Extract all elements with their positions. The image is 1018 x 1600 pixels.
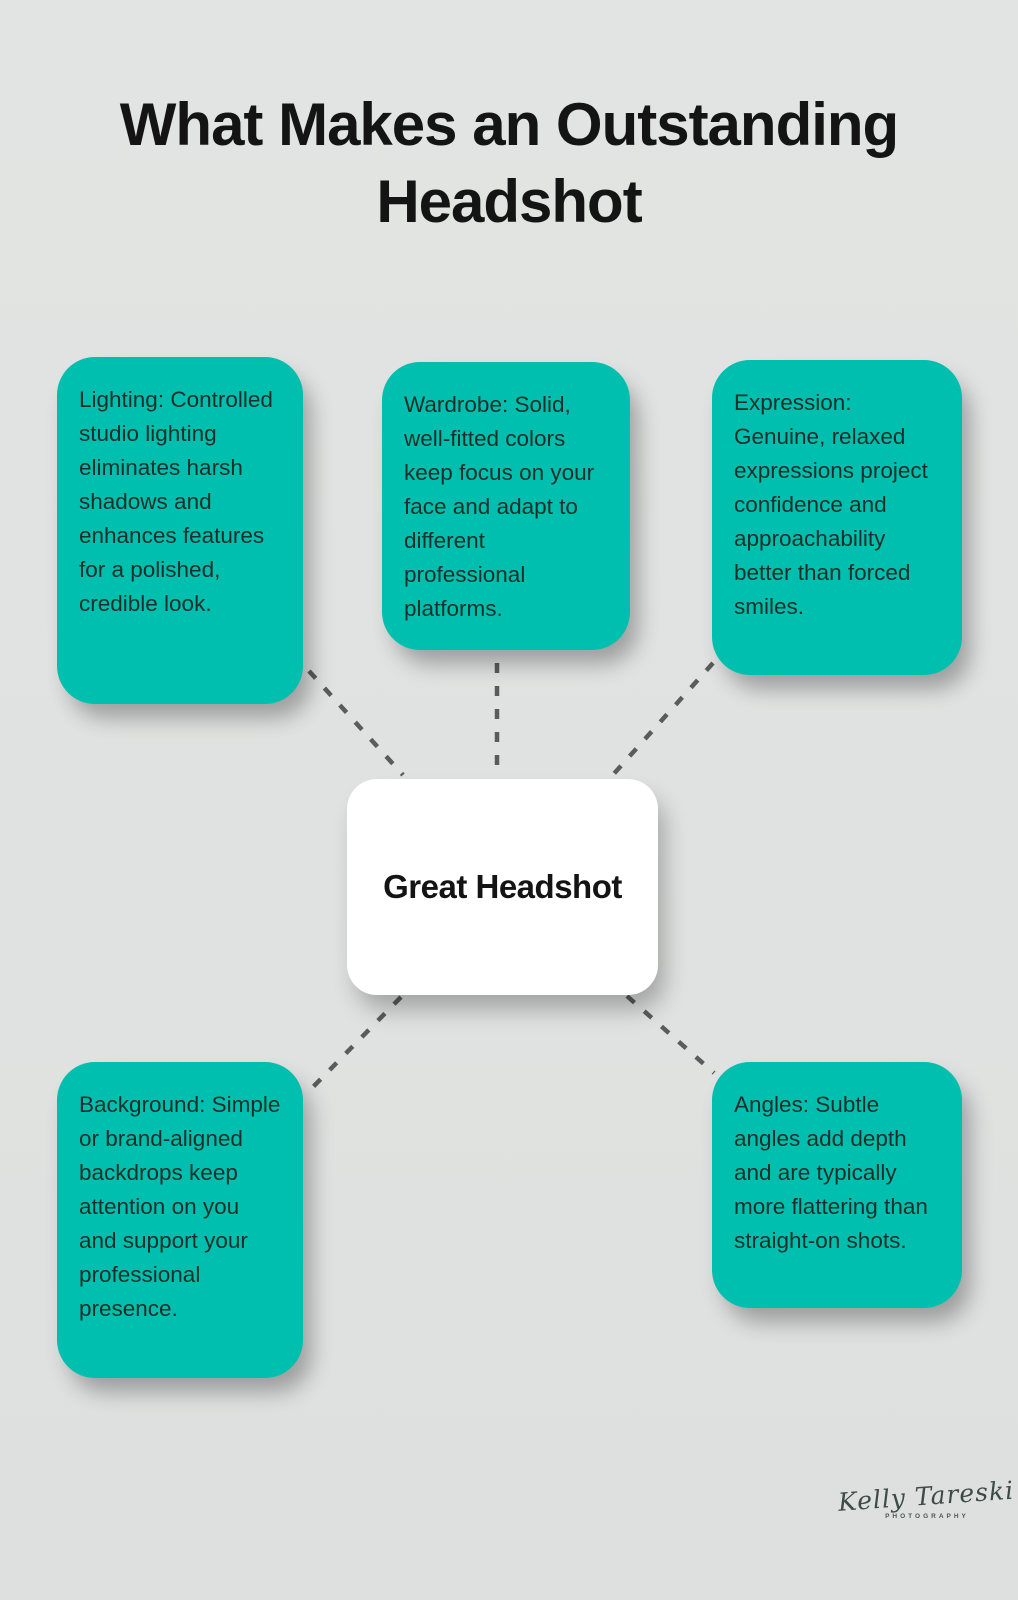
node-lighting-text: Lighting: Controlled studio lighting eli…	[79, 387, 273, 616]
node-angles: Angles: Subtle angles add depth and are …	[712, 1062, 962, 1308]
center-label: Great Headshot	[383, 868, 622, 905]
signature-name: Kelly Tareski	[837, 1475, 1015, 1517]
connector-center-background	[311, 995, 403, 1089]
node-angles-text: Angles: Subtle angles add depth and are …	[734, 1092, 928, 1253]
signature: Kelly Tareski PHOTOGRAPHY	[837, 1476, 1015, 1520]
page-title: What Makes an Outstanding Headshot	[119, 91, 899, 236]
node-expression-text: Expression: Genuine, relaxed expressions…	[734, 390, 928, 619]
connector-lighting-center	[307, 669, 405, 777]
node-wardrobe: Wardrobe: Solid, well-fitted colors keep…	[382, 362, 630, 650]
node-background: Background: Simple or brand-aligned back…	[57, 1062, 303, 1378]
node-lighting: Lighting: Controlled studio lighting eli…	[57, 357, 303, 704]
node-background-text: Background: Simple or brand-aligned back…	[79, 1092, 281, 1321]
node-center: Great Headshot	[347, 779, 658, 995]
node-expression: Expression: Genuine, relaxed expressions…	[712, 360, 962, 675]
node-wardrobe-text: Wardrobe: Solid, well-fitted colors keep…	[404, 392, 595, 621]
connector-expression-center	[609, 661, 715, 779]
signature-subtitle: PHOTOGRAPHY	[885, 1513, 969, 1520]
connector-center-angles	[625, 994, 716, 1075]
